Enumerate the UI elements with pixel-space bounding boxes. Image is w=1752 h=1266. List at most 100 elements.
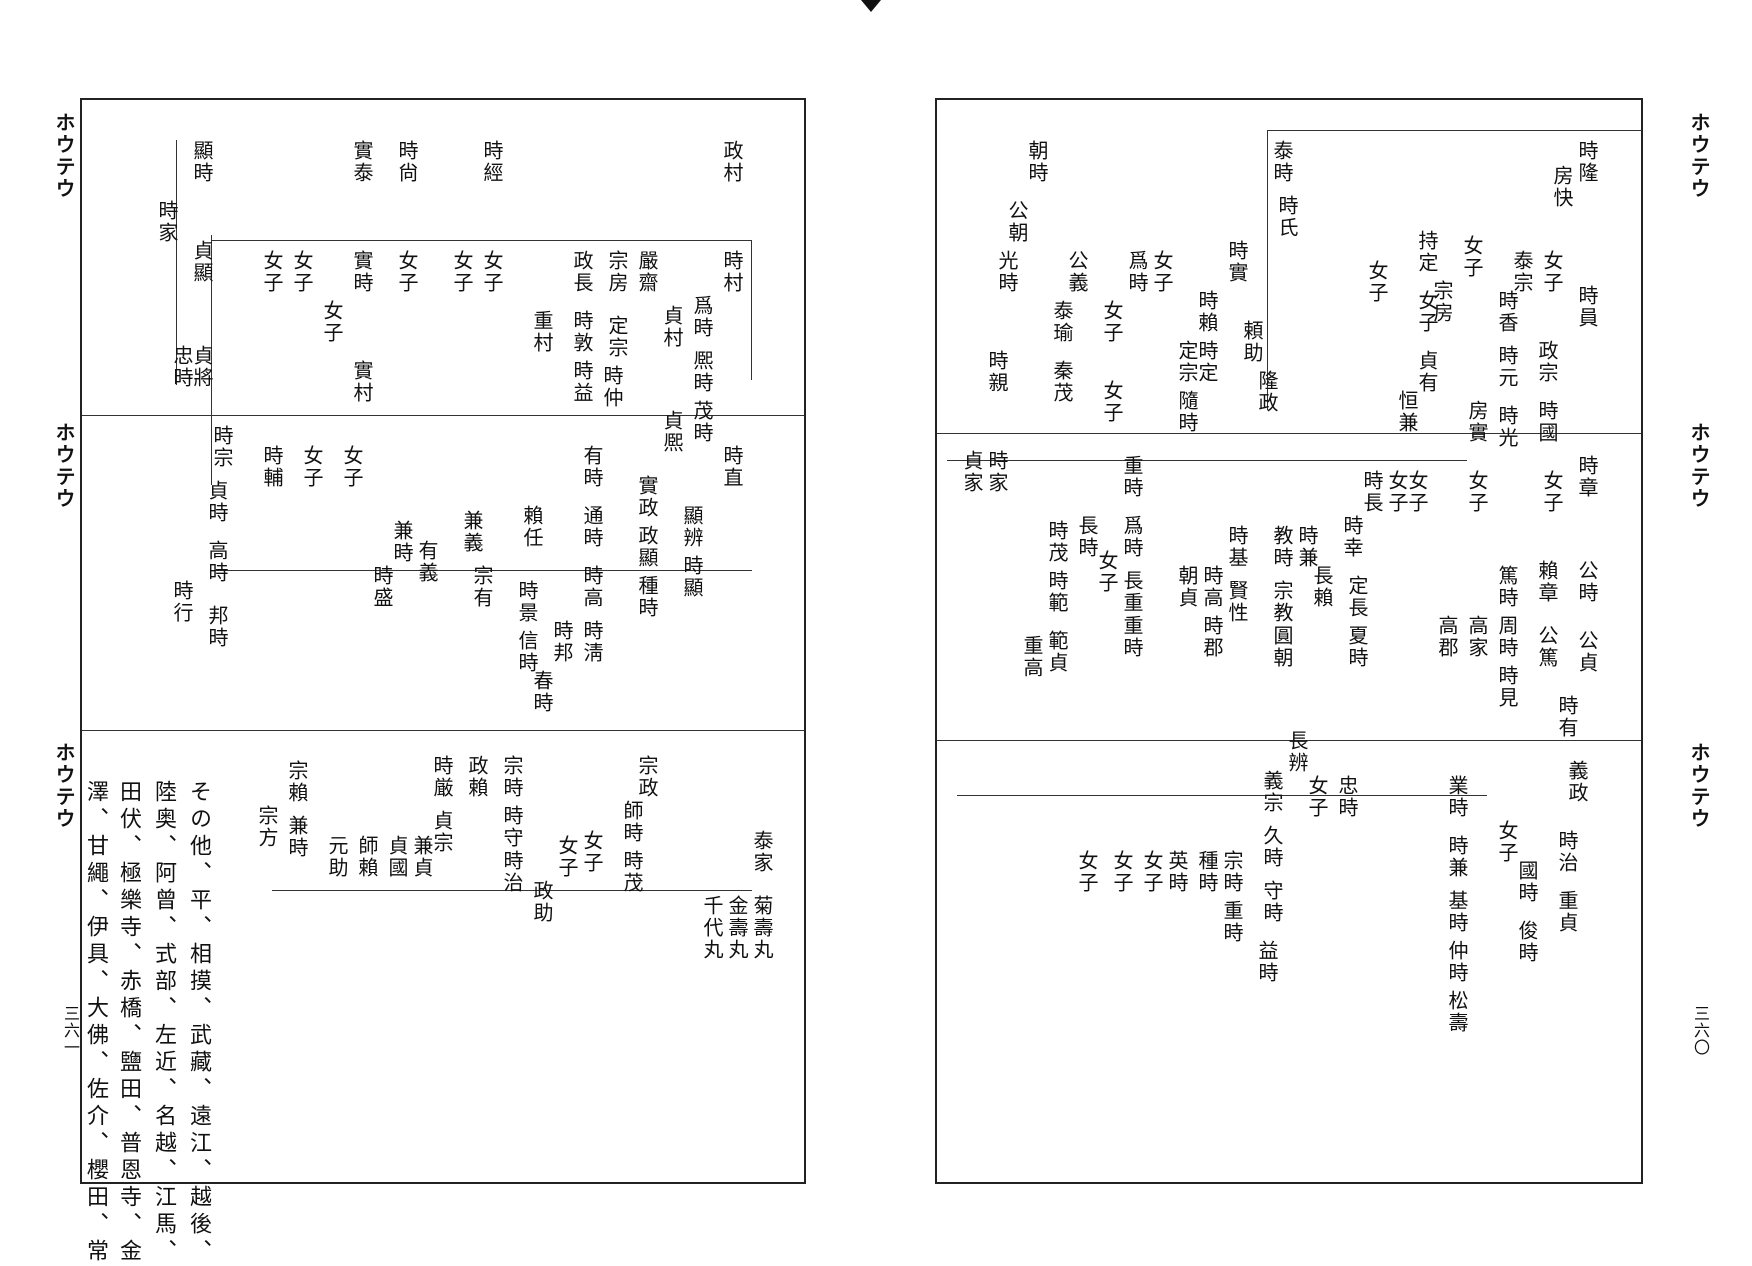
genealogy-name: 隨時: [1175, 390, 1199, 434]
genealogy-name: 女子: [395, 250, 419, 294]
genealogy-name: 女子: [1100, 380, 1124, 424]
tree-line: [211, 235, 212, 485]
genealogy-name: 女子: [1075, 850, 1099, 894]
genealogy-name: 時章: [1575, 455, 1599, 499]
genealogy-name: 女子: [1095, 550, 1119, 594]
genealogy-name: 貞有: [1415, 350, 1439, 394]
genealogy-name: 定長: [1345, 575, 1369, 619]
genealogy-name: 女子: [1100, 300, 1124, 344]
genealogy-name: 女子: [1140, 850, 1164, 894]
genealogy-name: 元助: [325, 835, 349, 879]
section-divider: [82, 415, 804, 416]
genealogy-name: 泰宗: [1510, 250, 1534, 294]
genealogy-name: 時厳: [430, 755, 454, 799]
genealogy-name: 久時: [1260, 825, 1284, 869]
genealogy-name: 女子: [300, 445, 324, 489]
genealogy-name: 時家: [985, 450, 1009, 494]
genealogy-name: 時範: [1045, 570, 1069, 614]
genealogy-name: 宗時: [1220, 850, 1244, 894]
genealogy-name: 爲時: [1125, 250, 1149, 294]
genealogy-name: 時邦: [550, 620, 574, 664]
genealogy-name: 信時: [515, 630, 539, 674]
genealogy-name: 時長: [1360, 470, 1384, 514]
genealogy-name: 貞時: [205, 480, 229, 524]
running-header: ホウテウ: [1687, 112, 1711, 200]
genealogy-name: 時行: [170, 580, 194, 624]
genealogy-name: 女子: [1540, 470, 1564, 514]
genealogy-name: 教時: [1270, 525, 1294, 569]
genealogy-name: 時元: [1495, 345, 1519, 389]
genealogy-name: 時光: [1495, 405, 1519, 449]
genealogy-name: 國時: [1515, 860, 1539, 904]
family-list-line-1: その他、平、相摸、武藏、遠江、越後、: [186, 780, 211, 1266]
genealogy-name: 女子: [340, 445, 364, 489]
tree-line: [272, 890, 752, 891]
genealogy-name: 時治: [500, 850, 524, 894]
genealogy-name: 公篤: [1535, 625, 1559, 669]
genealogy-name: 時有: [1555, 695, 1579, 739]
genealogy-name: 貞熈: [660, 410, 684, 454]
genealogy-name: 有義: [415, 540, 439, 584]
genealogy-name: 朝時: [1025, 140, 1049, 184]
genealogy-name: 女子: [450, 250, 474, 294]
genealogy-name: 女子: [1540, 250, 1564, 294]
genealogy-name: 長辨: [1285, 730, 1309, 774]
genealogy-name: 房快: [1550, 165, 1574, 209]
family-list-line-4: 澤、甘繩、伊具、大佛、佐介、櫻田、常: [83, 780, 108, 1266]
genealogy-name: 宗方: [255, 805, 279, 849]
genealogy-name: 女子: [1465, 470, 1489, 514]
genealogy-name: 女子: [1460, 235, 1484, 279]
genealogy-name: 時香: [1495, 290, 1519, 334]
genealogy-name: 女子: [1305, 775, 1329, 819]
genealogy-name: 時高: [580, 565, 604, 609]
genealogy-name: 益時: [1255, 940, 1279, 984]
running-header: ホウテウ: [1687, 422, 1711, 510]
genealogy-name: 隆政: [1255, 370, 1279, 414]
genealogy-name: 時盛: [370, 565, 394, 609]
genealogy-name: 爲時: [1120, 515, 1144, 559]
genealogy-name: 時輔: [260, 445, 284, 489]
genealogy-name: 邦時: [205, 605, 229, 649]
genealogy-name: 女子: [1110, 850, 1134, 894]
genealogy-name: 恒兼: [1395, 390, 1419, 434]
genealogy-name: 千代丸: [700, 895, 724, 961]
genealogy-name: 時守: [500, 805, 524, 849]
left-page: 政村時村爲時熈時茂時貞村貞熈嚴齋時仲宗房定宗政長時敦時益重村時經女子女子時尙女子…: [80, 98, 806, 1266]
page-number: 三六一: [61, 1005, 80, 1056]
genealogy-name: 業時: [1445, 775, 1469, 819]
genealogy-name: 兼時: [285, 815, 309, 859]
genealogy-name: 忠時: [1335, 775, 1359, 819]
genealogy-name: 時宗: [210, 425, 234, 469]
genealogy-name: 兼義: [460, 510, 484, 554]
genealogy-name: 實村: [350, 360, 374, 404]
genealogy-name: 定宗: [1175, 340, 1199, 384]
genealogy-name: 公時: [1575, 560, 1599, 604]
genealogy-name: 長時: [1075, 515, 1099, 559]
running-header: ホウテウ: [1687, 742, 1711, 830]
genealogy-name: 政助: [530, 880, 554, 924]
genealogy-name: 泰瑜: [1050, 300, 1074, 344]
genealogy-name: 女子: [290, 250, 314, 294]
genealogy-name: 女子: [1495, 820, 1519, 864]
genealogy-name: 重時: [1120, 455, 1144, 499]
genealogy-name: 俊時: [1515, 920, 1539, 964]
genealogy-name: 政村: [720, 140, 744, 184]
genealogy-name: 重貞: [1555, 890, 1579, 934]
genealogy-name: 貞國: [385, 835, 409, 879]
genealogy-name: 實泰: [350, 140, 374, 184]
page-number: 三六〇: [1691, 1005, 1710, 1056]
genealogy-name: 夏時: [1345, 625, 1369, 669]
genealogy-name: 時氏: [1275, 195, 1299, 239]
genealogy-name: 泰家: [750, 830, 774, 874]
right-page: 時隆房快時員女子政宗時國泰宗時香時元時光房實女子宗房持定女子貞有恒兼女子泰時時氏…: [935, 98, 1643, 1184]
genealogy-name: 嚴齋: [635, 250, 659, 294]
genealogy-name: 公朝: [1005, 200, 1029, 244]
genealogy-name: 義宗: [1260, 770, 1284, 814]
genealogy-name: 女子: [1385, 470, 1409, 514]
genealogy-name: 時村: [720, 250, 744, 294]
tree-line: [212, 240, 752, 241]
genealogy-name: 有時: [580, 445, 604, 489]
genealogy-name: 宗房: [605, 250, 629, 294]
genealogy-name: 政賴: [465, 755, 489, 799]
genealogy-name: 宗時: [500, 755, 524, 799]
